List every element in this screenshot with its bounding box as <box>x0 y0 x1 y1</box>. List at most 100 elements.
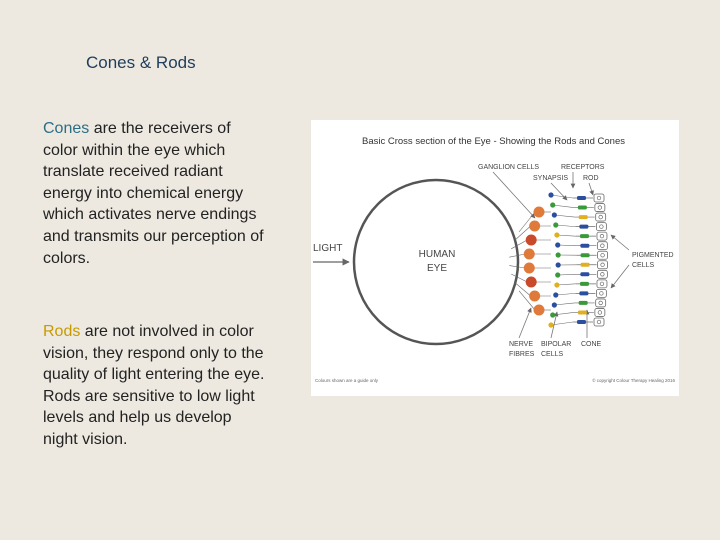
receptor-segment <box>577 205 587 210</box>
pigment-cell <box>595 288 607 298</box>
pigment-nucleus <box>600 243 605 248</box>
pigmented-label-line1: PIGMENTED <box>632 252 674 259</box>
bipolar-cell <box>548 192 554 198</box>
figure-footer-left: Colours shown are a guide only <box>315 378 379 383</box>
receptor-segment <box>579 291 589 296</box>
bipolar-link <box>557 244 577 246</box>
pigment-nucleus <box>599 291 604 296</box>
ganglion-cell <box>523 248 535 260</box>
bipolar-cell <box>550 312 556 318</box>
bipolar-cell <box>555 252 561 258</box>
eye-outline <box>352 178 520 346</box>
pigment-nucleus <box>598 214 603 220</box>
ganglion-cell <box>525 234 537 246</box>
pigmented-pointer-upper <box>610 234 630 251</box>
pigment-cell <box>596 269 608 279</box>
eye-cross-section-figure: Basic Cross section of the Eye - Showing… <box>311 120 679 396</box>
bipolar-cell <box>550 202 556 208</box>
slide-title: Cones & Rods <box>86 53 196 72</box>
receptor-segment <box>580 253 590 258</box>
pigment-nucleus <box>600 262 605 267</box>
bipolar-cell <box>555 272 561 278</box>
pigmented-label-line2: CELLS <box>632 262 655 269</box>
bipolar-cell <box>554 232 560 238</box>
pointer-lines <box>492 171 630 339</box>
bipolar-label-line2: CELLS <box>541 351 564 358</box>
ganglion-cell <box>529 220 541 232</box>
bipolar-cell <box>555 242 561 248</box>
rods-keyword: Rods <box>43 323 81 340</box>
pigment-cell <box>595 212 607 222</box>
pigment-nucleus <box>597 205 603 210</box>
cones-description: are the receivers of color within the ey… <box>43 120 264 267</box>
bipolar-link <box>552 204 574 208</box>
receptor-segment <box>577 320 586 324</box>
nerve-label-line1: NERVE <box>509 341 533 348</box>
bipolar-cell <box>553 222 559 228</box>
ganglion-cell <box>533 206 545 218</box>
bipolar-link <box>555 224 576 227</box>
retina-cell-layer <box>509 192 608 328</box>
ganglion-cell <box>523 262 535 274</box>
bipolar-pointer <box>550 311 559 339</box>
bipolar-cell <box>548 322 554 328</box>
rods-paragraph: Rods are not involved in color vision, t… <box>43 321 268 451</box>
pigment-nucleus <box>599 234 605 239</box>
figure-footer-right: © copyright Colour Therapy Healing 2016 <box>592 377 675 383</box>
bipolar-link <box>554 302 575 306</box>
bipolar-cell <box>551 212 557 218</box>
pigment-cell <box>594 308 606 317</box>
nerve-label-line2: FIBRES <box>509 351 535 358</box>
synapsis-pointer <box>550 182 568 201</box>
pigment-nucleus <box>599 224 604 229</box>
light-label: LIGHT <box>313 243 342 254</box>
bipolar-link <box>556 234 576 237</box>
nerve-fibre <box>518 290 536 311</box>
rods-description: are not involved in color vision, they r… <box>43 323 265 448</box>
receptors-label: RECEPTORS <box>561 164 605 171</box>
pigment-nucleus <box>600 253 605 258</box>
nerve-fibre <box>511 273 528 283</box>
bipolar-link <box>550 194 574 199</box>
ganglion-cell <box>533 304 545 316</box>
ganglion-cell <box>525 276 537 288</box>
pigment-cell <box>594 203 606 212</box>
receptor-segment <box>577 196 586 200</box>
bipolar-link <box>554 214 575 218</box>
bipolar-link <box>557 274 577 276</box>
receptor-segment <box>579 234 589 239</box>
receptor-segment <box>580 272 590 277</box>
bipolar-cell <box>553 292 559 298</box>
ganglion-cell <box>529 290 541 302</box>
pigment-cell <box>593 193 605 203</box>
eye-diagram: Basic Cross section of the Eye - Showing… <box>313 136 675 383</box>
pigment-nucleus <box>596 319 602 325</box>
pigment-nucleus <box>596 195 602 201</box>
pigment-cell <box>597 260 608 270</box>
pigment-nucleus <box>597 310 603 315</box>
pigment-cell <box>595 222 607 232</box>
rod-pointer <box>588 182 594 196</box>
pigment-nucleus <box>599 281 605 286</box>
receptor-segment <box>580 243 590 248</box>
pigment-cell <box>595 298 607 308</box>
receptor-segment <box>579 281 589 286</box>
nerve-fibre <box>509 265 526 269</box>
pigment-nucleus <box>598 300 603 306</box>
bipolar-link <box>555 293 576 296</box>
ganglion-label: GANGLION CELLS <box>478 164 539 171</box>
receptor-segment <box>578 215 588 220</box>
ganglion-pointer <box>492 171 536 219</box>
pigment-nucleus <box>600 272 605 277</box>
nerve-fibre <box>509 253 526 258</box>
eye-label-line2: EYE <box>427 263 447 274</box>
bipolar-link <box>550 321 574 326</box>
bipolar-link <box>556 283 576 286</box>
receptor-segment <box>578 300 588 305</box>
nerve-fibre <box>514 282 531 297</box>
cones-paragraph: Cones are the receivers of color within … <box>43 118 268 269</box>
rod-label: ROD <box>583 175 599 182</box>
receptor-segment <box>577 310 587 315</box>
pigment-cell <box>596 231 608 241</box>
cone-label: CONE <box>581 341 602 348</box>
